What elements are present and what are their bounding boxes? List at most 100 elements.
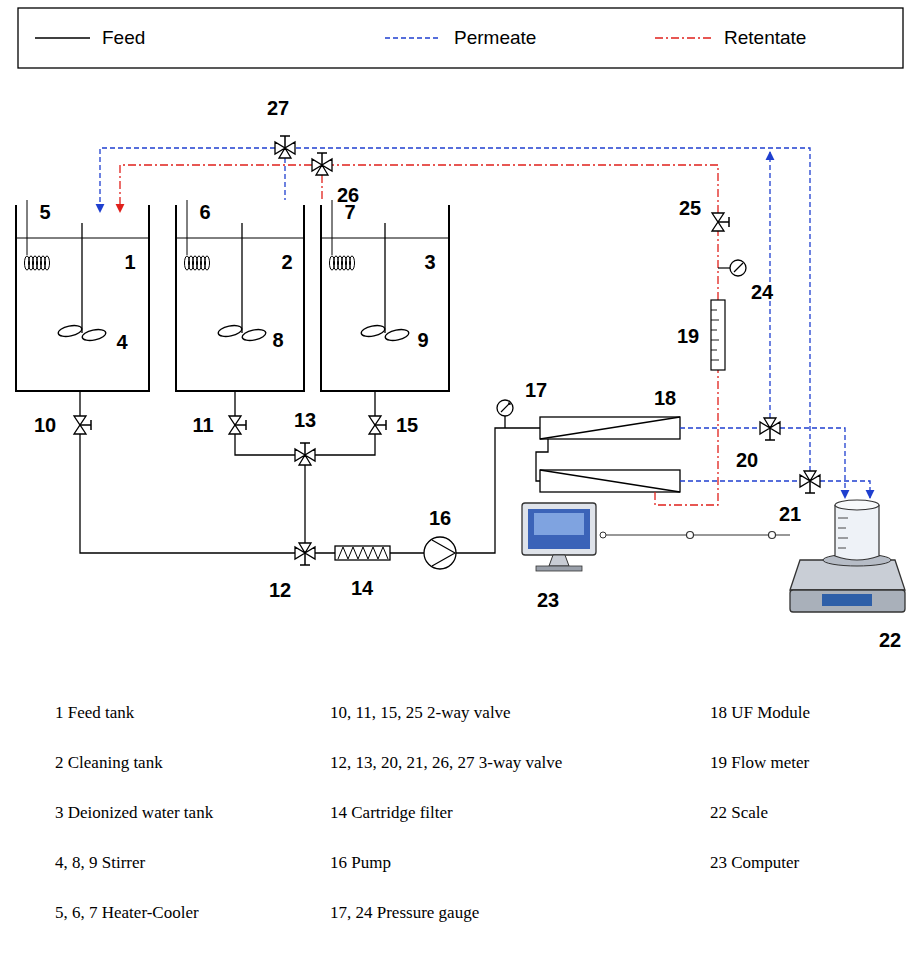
computer-illustration bbox=[528, 509, 590, 549]
legend-frame bbox=[18, 8, 903, 68]
callout-number: 6 bbox=[199, 201, 210, 223]
tank-interiors bbox=[185, 256, 210, 270]
retentate-pipes bbox=[120, 165, 718, 505]
uf-module bbox=[540, 470, 680, 492]
cartridge-filter bbox=[338, 547, 388, 559]
uf-module bbox=[536, 439, 548, 481]
uf-module bbox=[536, 417, 680, 492]
legend-text: Permeate bbox=[454, 27, 536, 49]
tank-interiors bbox=[57, 223, 107, 342]
callout-number: 3 bbox=[424, 251, 435, 273]
parts-list-item: 3 Deionized water tank bbox=[55, 803, 213, 823]
permeate-pipes bbox=[820, 481, 870, 498]
parts-list-item: 19 Flow meter bbox=[710, 753, 809, 773]
valve-2way bbox=[369, 416, 386, 434]
callout-number: 10 bbox=[34, 414, 56, 436]
parts-list-item: 16 Pump bbox=[330, 853, 391, 873]
data-cable bbox=[687, 532, 694, 539]
callout-number: 13 bbox=[294, 409, 316, 431]
parts-list-item: 12, 13, 20, 21, 26, 27 3-way valve bbox=[330, 753, 562, 773]
callout-number: 11 bbox=[192, 414, 213, 436]
pump-symbol bbox=[424, 537, 456, 569]
callout-number: 25 bbox=[679, 197, 701, 219]
pump-symbol bbox=[424, 537, 456, 569]
permeate-pipes bbox=[100, 148, 870, 498]
feed-pipes bbox=[504, 416, 505, 428]
retentate-pipes bbox=[332, 165, 718, 213]
cartridge-filter bbox=[335, 546, 390, 560]
pressure-gauge bbox=[734, 263, 743, 272]
scale-illustration bbox=[835, 505, 879, 560]
scale-illustration bbox=[790, 590, 905, 612]
callout-number: 9 bbox=[417, 329, 428, 351]
callout-number: 23 bbox=[537, 589, 559, 611]
callout-number: 17 bbox=[525, 379, 547, 401]
parts-list-item: 18 UF Module bbox=[710, 703, 810, 723]
feed-pipes bbox=[80, 390, 295, 553]
valve-3way bbox=[275, 136, 295, 158]
parts-list-item: 17, 24 Pressure gauge bbox=[330, 903, 479, 923]
valve-3way bbox=[312, 153, 332, 175]
scale-illustration bbox=[822, 594, 872, 606]
callout-number: 24 bbox=[751, 281, 773, 303]
tank-vessel: 514 bbox=[15, 205, 150, 392]
callout-number: 5 bbox=[39, 201, 50, 223]
permeate-pipes bbox=[295, 148, 810, 471]
feed-pipes bbox=[315, 390, 375, 455]
data-cable bbox=[769, 532, 776, 539]
tank-interiors bbox=[27, 200, 332, 255]
computer-illustration bbox=[522, 503, 596, 555]
valve-3way bbox=[760, 418, 780, 440]
callout-number: 14 bbox=[351, 577, 373, 599]
callout-number: 4 bbox=[116, 331, 127, 353]
computer-illustration bbox=[549, 555, 569, 566]
tank-interiors bbox=[330, 256, 355, 270]
parts-list-item: 14 Cartridge filter bbox=[330, 803, 453, 823]
callout-number: 8 bbox=[272, 329, 283, 351]
uf-module bbox=[540, 417, 680, 439]
callout-number: 2 bbox=[281, 251, 292, 273]
valve-3way bbox=[295, 443, 315, 465]
callout-number: 27 bbox=[267, 97, 289, 119]
permeate-pipes bbox=[284, 158, 285, 200]
valve-2way bbox=[712, 213, 729, 231]
parts-list-item: 10, 11, 15, 25 2-way valve bbox=[330, 703, 511, 723]
pressure-gauge bbox=[497, 400, 513, 416]
legend-frame bbox=[35, 37, 90, 38]
scale-illustration bbox=[838, 518, 848, 548]
callout-number: 12 bbox=[269, 579, 291, 601]
parts-list-item: 4, 8, 9 Stirrer bbox=[55, 853, 145, 873]
legend-text: Retentate bbox=[724, 27, 806, 49]
tank-interiors bbox=[217, 223, 267, 342]
pressure-gauge bbox=[718, 260, 746, 276]
parts-list-item: 22 Scale bbox=[710, 803, 768, 823]
callout-number: 22 bbox=[879, 629, 901, 651]
tank-interiors bbox=[360, 223, 410, 342]
callout-number: 1 bbox=[124, 251, 135, 273]
parts-list-item: 2 Cleaning tank bbox=[55, 753, 163, 773]
data-cable bbox=[606, 534, 790, 535]
pressure-gauge bbox=[718, 267, 730, 268]
tank-vessel: 628 bbox=[175, 205, 305, 392]
permeate-pipes bbox=[100, 148, 275, 212]
callout-number: 20 bbox=[736, 449, 758, 471]
legend-frame bbox=[655, 37, 712, 38]
cartridge-filter bbox=[335, 546, 390, 560]
pressure-gauge bbox=[501, 403, 510, 412]
parts-list-item: 23 Computer bbox=[710, 853, 799, 873]
computer-illustration bbox=[522, 503, 606, 571]
valve-3way bbox=[295, 543, 315, 565]
computer-illustration bbox=[600, 532, 606, 538]
callout-number: 26 bbox=[337, 184, 359, 206]
retentate-pipes bbox=[717, 231, 718, 300]
callout-number: 15 bbox=[396, 414, 418, 436]
tank-vessel: 739 bbox=[320, 205, 450, 392]
callout-number: 18 bbox=[654, 387, 676, 409]
tank-interiors bbox=[17, 200, 448, 342]
permeate-pipes bbox=[780, 428, 845, 498]
computer-illustration bbox=[536, 566, 582, 571]
feed-pipes bbox=[235, 390, 295, 455]
pump-symbol bbox=[432, 540, 455, 566]
flow-meter bbox=[711, 300, 725, 370]
